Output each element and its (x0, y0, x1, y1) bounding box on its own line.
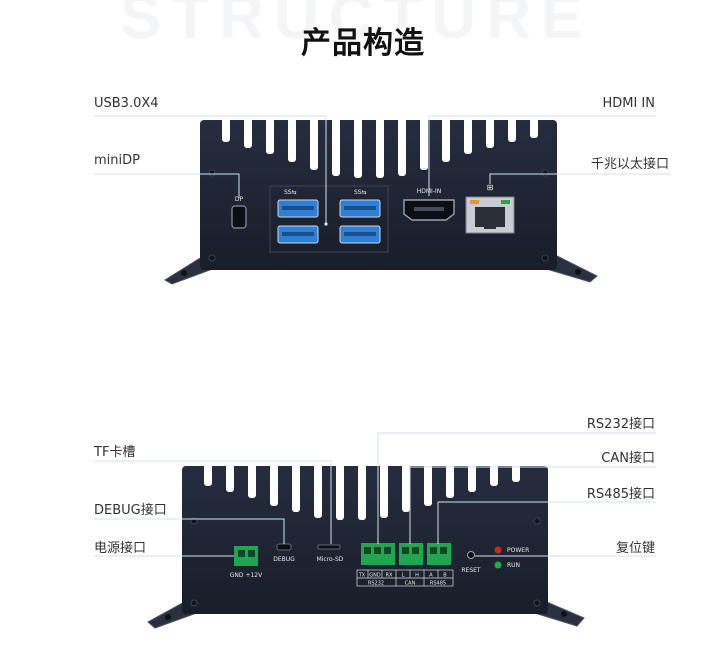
group-label: CAN (405, 581, 416, 587)
group-label: RS485 (430, 581, 446, 587)
watermark-text: STRUCTURE (120, 0, 593, 52)
usb-tongue (282, 206, 314, 210)
ethernet-socket (475, 207, 505, 227)
micro-sd-label: Micro-SD (317, 556, 344, 563)
run-led-label: RUN (507, 562, 520, 569)
callout-line-tf (94, 460, 332, 544)
callout-power: 电源接口 (94, 541, 147, 556)
foot-hole-right (575, 269, 581, 275)
back-callout-lines (94, 432, 656, 557)
screw (190, 599, 198, 607)
reset-label: RESET (461, 567, 481, 574)
micro-sd-slot (317, 544, 341, 550)
callout-usb: USB3.0X4 (94, 96, 159, 111)
pin-label: L (402, 573, 405, 579)
callout-tf: TF卡槽 (94, 445, 136, 460)
ethernet-latch (484, 224, 496, 229)
front-callout-lines (94, 115, 670, 224)
screw (208, 254, 216, 262)
usb-port-frame (269, 185, 389, 253)
callout-line-rs485 (437, 501, 656, 544)
dp-port-label: DP (235, 196, 244, 203)
pin-label: B (443, 573, 447, 579)
screw (533, 517, 541, 525)
ethernet-led-left (470, 200, 479, 204)
pin-label: GND (369, 573, 381, 579)
front-device: DP SS⇆ SS⇆ HDMI-IN ⊞ (164, 118, 598, 285)
pin-label: H (415, 573, 419, 579)
pin-label: A (429, 573, 433, 579)
power-led (494, 546, 502, 554)
pin-label-table (356, 569, 454, 587)
screw (541, 169, 549, 177)
debug-port-label: DEBUG (273, 556, 295, 563)
foot-hole-left (165, 614, 171, 620)
foot-hole-right (561, 611, 567, 617)
callout-line-minidp (94, 173, 240, 198)
terminal-screw (248, 550, 255, 557)
callout-line-rs232 (377, 432, 656, 544)
callout-line-hdmi (428, 115, 656, 196)
callout-line-usb (94, 115, 327, 224)
screw (533, 599, 541, 607)
foot-hole-left (181, 270, 187, 276)
power-led-label: POWER (507, 547, 529, 554)
terminal-screw (238, 550, 245, 557)
run-led (494, 561, 502, 569)
pin-label: RX (386, 573, 393, 579)
page-title: 产品构造 (301, 26, 425, 61)
callout-rs232: RS232接口 (586, 417, 655, 432)
callout-can: CAN接口 (601, 451, 655, 466)
hdmi-pins (414, 207, 444, 211)
usb-tongue (282, 232, 314, 236)
power-terminal-label: GND +12V (230, 572, 263, 579)
callout-hdmi-in: HDMI IN (602, 96, 655, 111)
usb-tongue (344, 232, 376, 236)
callout-ethernet: 千兆以太接口 (590, 157, 669, 172)
mounting-foot-right (549, 254, 598, 283)
screw (208, 169, 216, 177)
pin-label: TX (358, 573, 366, 579)
callout-line-can (409, 466, 656, 544)
screw (541, 254, 549, 262)
callout-reset: 复位键 (615, 541, 655, 556)
front-heatsink-fins (222, 118, 538, 178)
callout-rs485: RS485接口 (586, 487, 655, 502)
group-label: RS232 (368, 581, 384, 587)
ethernet-led-right (501, 200, 510, 204)
reset-button-hole (467, 551, 475, 559)
callout-line-debug (94, 518, 285, 544)
debug-port (276, 543, 292, 551)
callout-minidp: miniDP (94, 153, 140, 168)
network-icon: ⊞ (487, 183, 494, 192)
back-heatsink-fins (204, 464, 520, 520)
usb-ss-logo-right: SS⇆ (354, 189, 367, 196)
callout-dot (324, 222, 328, 226)
usb-tongue (344, 206, 376, 210)
callout-debug: DEBUG接口 (94, 503, 167, 518)
back-device: GND +12V DEBUG Micro-SD (147, 464, 585, 629)
minidp-port (231, 205, 247, 229)
callout-line-ethernet (489, 173, 670, 184)
usb-ss-logo-left: SS⇆ (284, 189, 297, 196)
